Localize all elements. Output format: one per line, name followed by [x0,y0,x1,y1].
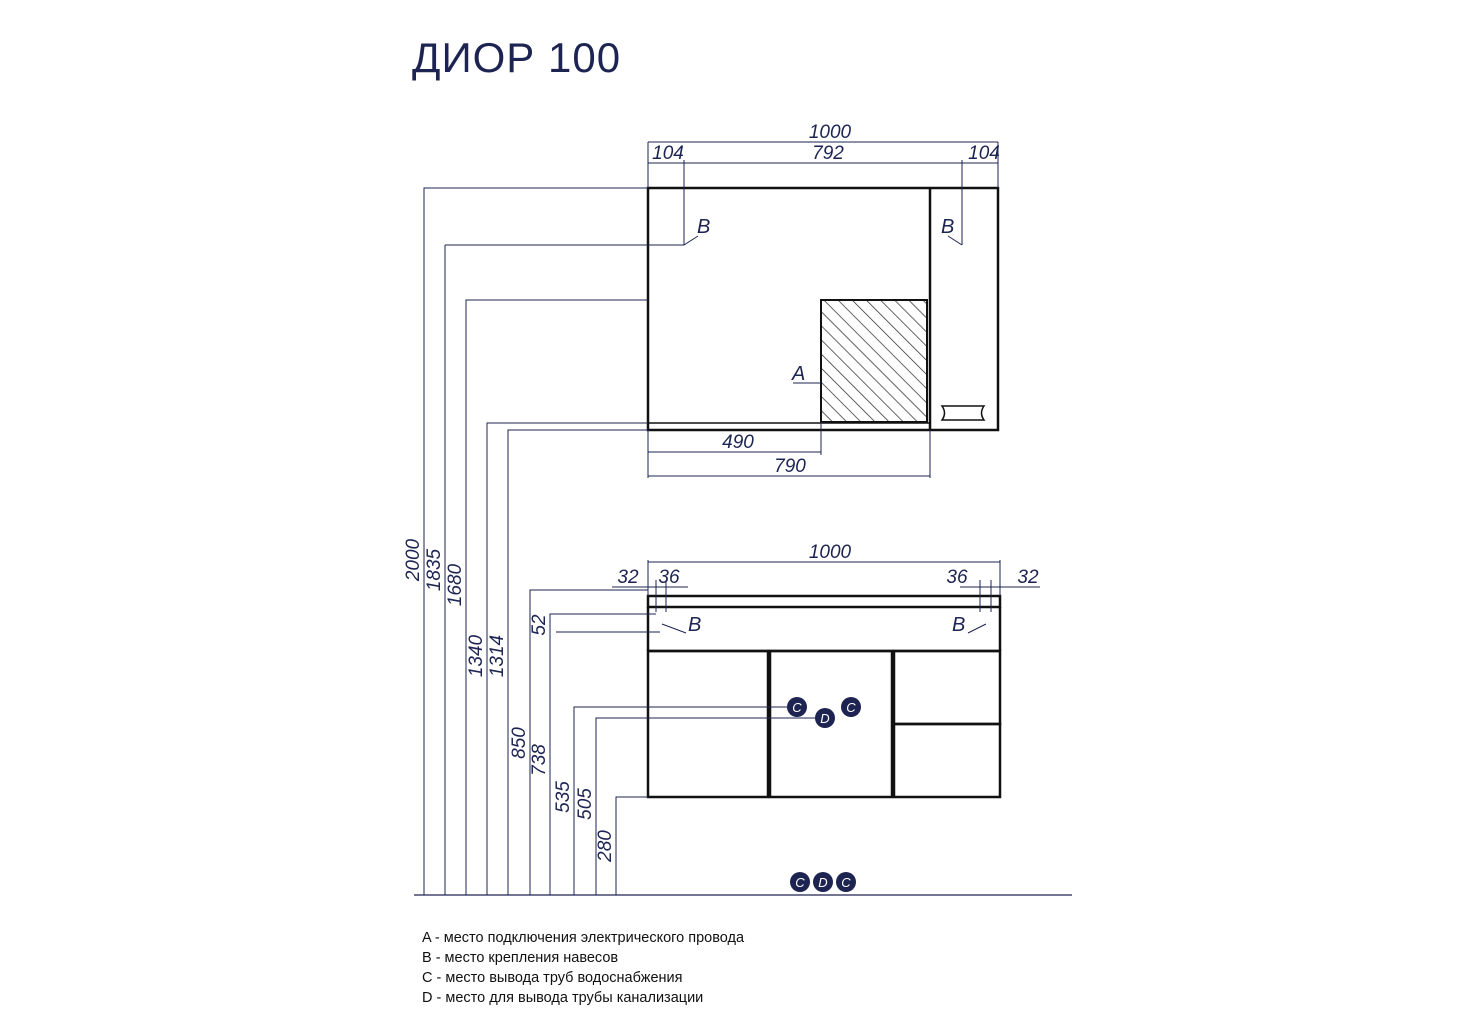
drain-outlet-marker: D [820,711,829,726]
height-dimension-lines [423,187,815,895]
mirror-outline [646,186,1000,432]
vanity-right-outer-label: 32 [1017,567,1039,588]
vanity-countertop [646,594,1002,609]
vanity-top-dimensions [612,560,1040,612]
height-1340-label: 1340 [466,634,487,677]
legend-item-d: D - место для вывода трубы канализации [422,990,704,1006]
mirror-hanger-leaders [445,235,963,246]
legend-item-b: B - место крепления навесов [422,950,619,966]
height-1314-label: 1314 [487,635,508,677]
height-535-label: 535 [553,781,574,813]
vanity-left-outer-label: 32 [617,567,639,588]
height-505-label: 505 [575,788,596,820]
mirror-bottom-dimensions [647,422,931,478]
mirror-width-label: 1000 [809,122,852,143]
cabinet-handle [940,405,986,421]
vanity-hanger-left-label: B [688,614,701,636]
mirror-dim-790-label: 790 [774,456,806,477]
mirror-center-width-label: 792 [812,143,844,164]
legend-item-c: C - место вывода труб водоснабжения [422,970,683,986]
vanity-hanger-leaders [661,623,987,634]
height-850-label: 850 [509,727,530,759]
mirror-right-margin-label: 104 [968,143,1000,164]
legend-item-a: A - место подключения электрического про… [422,930,745,946]
vanity-right-bottom-drawer [892,722,1002,799]
electrical-zone-label: A [791,363,805,385]
height-280-label: 280 [595,830,616,863]
mirror-hanger-left-label: B [697,216,710,238]
vanity-center-door [768,649,894,799]
height-52-label: 52 [529,614,550,636]
vanity-right-top-drawer [892,649,1002,726]
vanity-pipe-markers [787,697,861,728]
height-1835-label: 1835 [424,548,445,591]
floor-drain-marker: D [818,875,827,890]
floor-water-marker-left: C [795,875,805,890]
mirror-top-dimensions [647,141,999,245]
floor-pipe-markers [790,872,856,892]
vanity-width-label: 1000 [809,542,852,563]
page-title: ДИОР 100 [412,34,622,81]
mirror-left-margin-label: 104 [652,143,684,164]
vanity-left-inner-label: 36 [658,567,680,588]
vanity-hanger-right-label: B [952,614,965,636]
legend: A - место подключения электрического про… [422,928,744,1008]
water-outlet-marker-right: C [846,700,856,715]
vanity-left-door [646,649,770,799]
floor-water-marker-right: C [841,875,851,890]
electrical-connection-zone [820,299,928,423]
vanity-right-inner-label: 36 [946,567,968,588]
height-2000-label: 2000 [403,538,424,582]
water-outlet-marker-left: C [792,700,802,715]
mirror-hanger-right-label: B [941,216,954,238]
height-1680-label: 1680 [445,563,466,606]
height-738-label: 738 [529,744,550,776]
mirror-dim-490-label: 490 [722,432,754,453]
